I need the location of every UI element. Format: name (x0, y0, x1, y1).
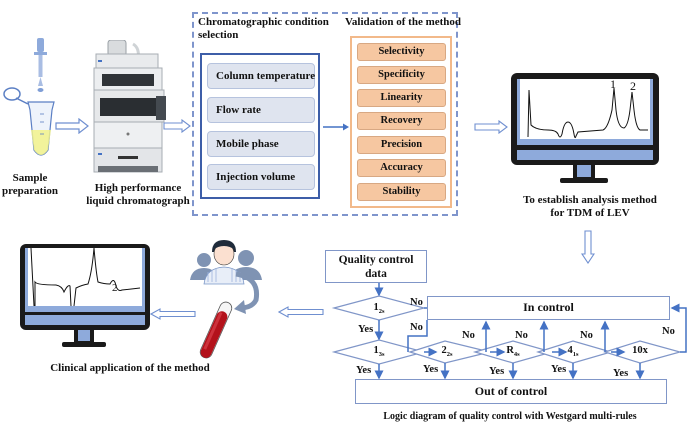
validation-title: Validation of the method (345, 16, 462, 28)
patient-icon (190, 240, 262, 285)
peak-label: 2 (630, 79, 636, 93)
rule-label-r-4s: R4s (506, 345, 520, 359)
hplc-label: High performance liquid chromatograph (86, 182, 190, 207)
return-arrow-icon (234, 271, 260, 314)
blood-tube-icon (199, 301, 233, 359)
rule-label-10x: 10x (632, 345, 648, 356)
no-label: No (410, 297, 423, 308)
qc-data-box: Quality control data (325, 250, 427, 283)
condition-item: Injection volume (207, 164, 315, 190)
yes-label: Yes (356, 365, 372, 376)
yes-label: Yes (489, 366, 505, 377)
hollow-arrow-right-icon (55, 118, 89, 134)
peak-label: 1 (610, 77, 616, 91)
hollow-arrow-right-icon (474, 120, 508, 134)
validation-item: Accuracy (357, 159, 446, 177)
in-control-box: In control (427, 296, 670, 320)
hollow-arrow-down-icon (581, 230, 595, 264)
hollow-arrow-right-icon (163, 119, 191, 133)
sample-tube-icon (3, 38, 55, 156)
sample-preparation-label: Sample preparation (1, 172, 59, 197)
no-label: No (580, 330, 593, 341)
validation-item: Selectivity (357, 43, 446, 61)
monitor-chromatogram-icon (20, 244, 150, 347)
yes-label: Yes (358, 324, 374, 335)
validation-item: Recovery (357, 112, 446, 130)
validation-item: Specificity (357, 66, 446, 84)
method-monitor-label: To establish analysis method for TDM of … (523, 194, 657, 219)
hplc-instrument-icon (93, 40, 166, 173)
hollow-arrow-left-icon (278, 306, 324, 318)
no-label: No (462, 330, 475, 341)
peak-label: 2 (112, 282, 118, 294)
patient-sample-group (186, 236, 266, 361)
rule-label-2-2s: 22s (441, 345, 453, 359)
monitor-chromatogram-icon (511, 73, 659, 183)
yes-label: Yes (423, 364, 439, 375)
qc-caption: Logic diagram of quality control with We… (383, 411, 637, 422)
hplc-step: High performance liquid chromatograph (86, 30, 190, 215)
validation-item: Linearity (357, 89, 446, 107)
hollow-arrow-left-icon (150, 308, 196, 320)
rule-label-1-2s: 12s (373, 302, 385, 316)
no-label: No (515, 330, 528, 341)
yes-label: Yes (551, 364, 567, 375)
condition-item: Column temperature (207, 63, 315, 89)
clinical-application-label: Clinical application of the method (50, 362, 210, 374)
yes-label: Yes (613, 368, 629, 379)
arrow-right-icon (323, 123, 349, 131)
validation-list: Selectivity Specificity Linearity Recove… (350, 36, 452, 208)
rule-label-4-1s: 41s (567, 345, 579, 359)
validation-item: Stability (357, 183, 446, 201)
sample-preparation-step: Sample preparation (0, 0, 60, 197)
out-of-control-box: Out of control (355, 379, 667, 404)
validation-item: Precision (357, 136, 446, 154)
condition-list: Column temperature Flow rate Mobile phas… (200, 53, 320, 199)
chromatographic-condition-title: Chromatographic condition selection (198, 16, 329, 41)
clinical-monitor: 2 (18, 242, 153, 352)
condition-item: Flow rate (207, 97, 315, 123)
no-label: No (662, 326, 675, 337)
no-label: No (410, 322, 423, 333)
method-monitor: 1 2 (508, 70, 668, 185)
condition-item: Mobile phase (207, 131, 315, 157)
method-development-group (192, 12, 458, 216)
rule-label-1-3s: 13s (373, 345, 385, 359)
